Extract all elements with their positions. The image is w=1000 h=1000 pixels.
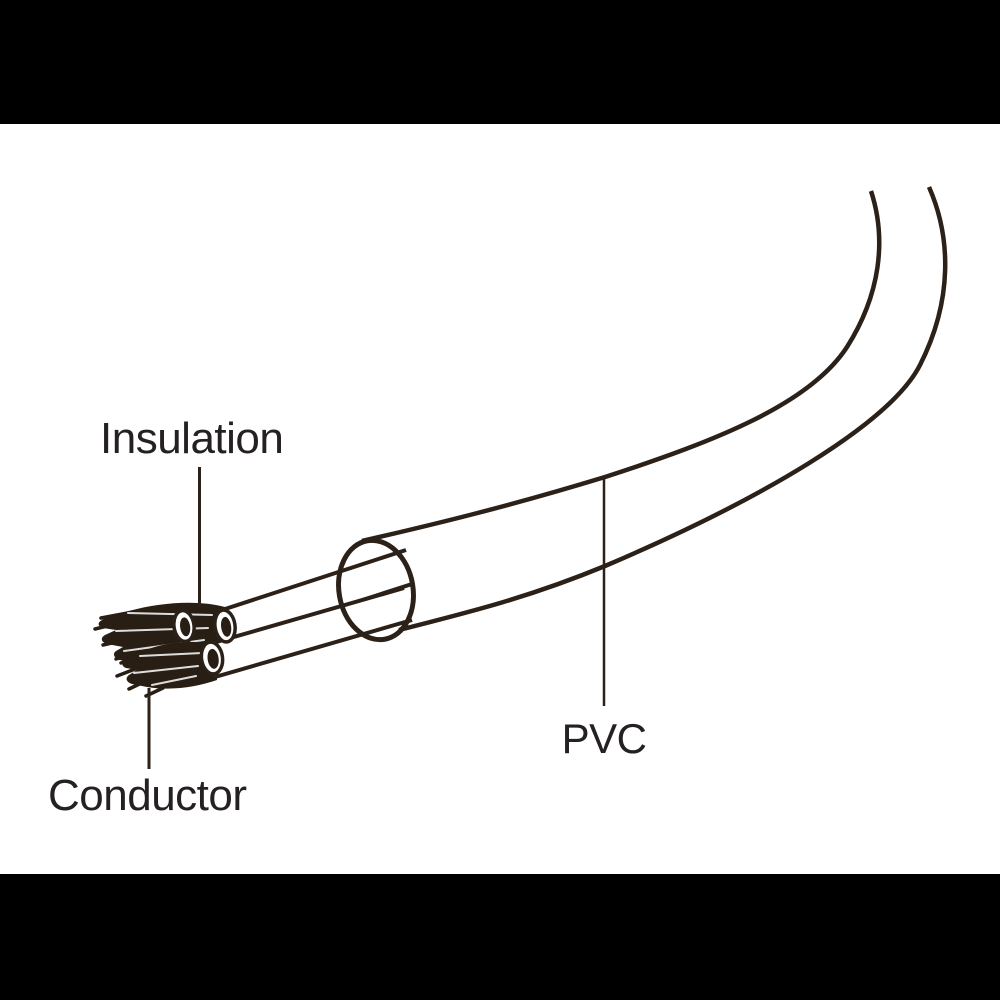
pvc-jacket-top-outline [361, 190, 882, 544]
label-pvc: PVC [561, 715, 647, 762]
top-letterbox-bar [0, 0, 1000, 124]
insulation-cut-face-back [213, 608, 237, 644]
label-conductor: Conductor [48, 771, 247, 820]
conductor-strands-lower [115, 641, 217, 698]
wire-insulation-tube-lower [205, 586, 413, 679]
label-insulation: Insulation [100, 414, 284, 463]
insulation-cut-face-front [172, 608, 196, 644]
bottom-letterbox-bar [0, 874, 1000, 1000]
pvc-jacket-bottom-outline [398, 186, 948, 633]
insulation-cut-face-lower [199, 640, 225, 676]
conductor-strands-upper [93, 602, 227, 662]
